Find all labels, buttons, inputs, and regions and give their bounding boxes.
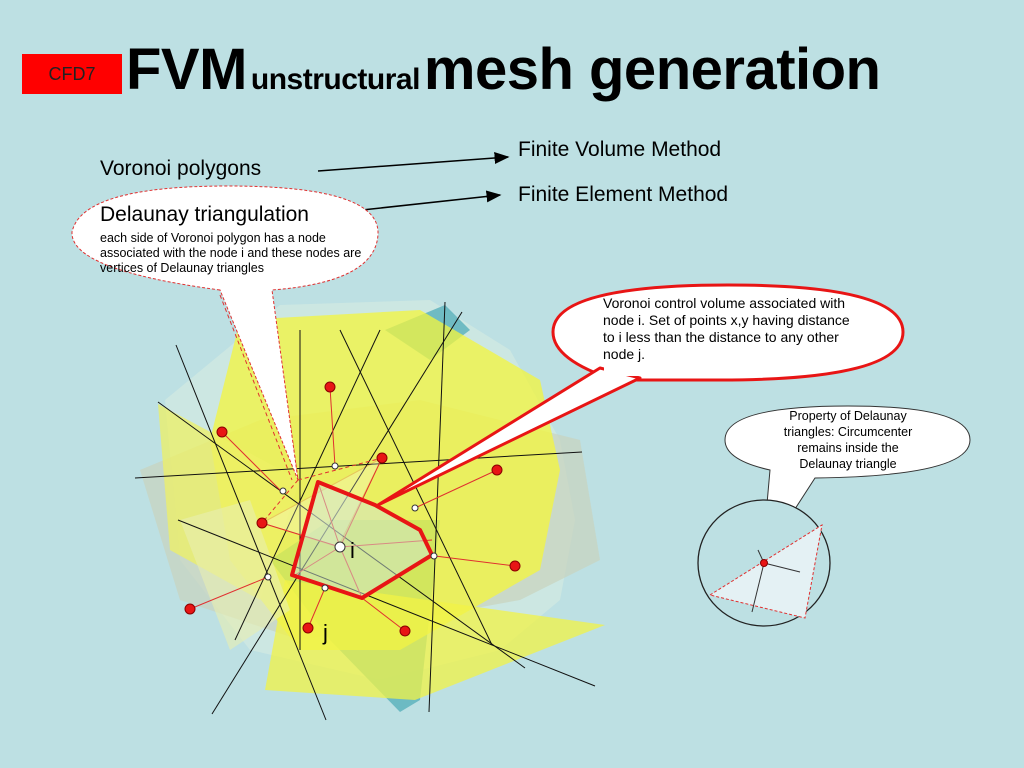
voronoi-vertex [411,504,419,512]
property-note-line2: Delaunay triangle [799,457,897,471]
fem-label: Finite Element Method [518,183,729,206]
shape-pale-left [180,500,290,650]
mesh-node [376,452,388,464]
leader-line [261,479,299,524]
voronoi-bubble-mask [604,366,640,376]
mesh-node [509,560,521,572]
mesh-node [256,517,268,529]
delaunay-label: Delaunay triangulation [100,203,309,226]
mesh-node [324,381,336,393]
delaunay-edge [329,386,336,467]
delaunay-edge [307,587,326,629]
node-i-label: i [350,538,355,563]
zoom-line [763,562,801,573]
leader-line [219,294,293,481]
construction-line [177,519,596,687]
fvm-label: Finite Volume Method [518,138,722,161]
mesh-node [302,622,314,634]
delaunay-note-text: each side of Voronoi polygon has a node … [100,231,362,275]
construction-line [428,301,446,713]
zoom-line [751,562,765,613]
voronoi-vertex [331,462,339,470]
circumcenter-node [760,559,768,567]
voronoi-bubble [551,283,905,382]
delaunay-edge [189,576,269,610]
construction-line [175,344,327,721]
arrow-to-fvm [317,152,510,172]
delaunay-edge [414,469,498,509]
voronoi-label: Voronoi polygons [100,157,262,180]
mesh-node [216,426,228,438]
shape-yellow-bottom [265,580,605,700]
node-i-marker [334,541,346,553]
voronoi-vertex [430,552,438,560]
mesh-node [491,464,503,476]
voronoi-vertices [264,462,438,592]
mesh-nodes [184,381,521,637]
voronoi-vertex [279,487,287,495]
title-part-mesh: mesh generation [423,37,881,102]
leader-line [297,457,383,481]
title-part-unstructural: unstructural [250,63,421,96]
property-note-line1: Property of Delaunay triangles: Circumce… [783,409,913,455]
delaunay-edge [434,555,516,567]
delaunay-edge [361,597,406,632]
mesh-node [399,625,411,637]
title-part-fvm: FVM [126,37,247,102]
voronoi-note-text: Voronoi control volume associated with n… [603,295,850,362]
voronoi-vertex [321,584,329,592]
construction-line [234,329,381,641]
arrow-to-fem [361,190,502,211]
construction-line [134,451,583,479]
slide-badge: CFD7 [22,54,122,94]
page-title: FVM unstructural mesh generation [126,36,881,103]
delaunay-edge [221,431,283,493]
node-j-label: j [322,620,328,645]
property-note: Property of Delaunay triangles: Circumce… [765,408,931,472]
mesh-node [184,603,196,615]
voronoi-vertex [264,573,272,581]
delaunay-bubble [71,185,379,481]
